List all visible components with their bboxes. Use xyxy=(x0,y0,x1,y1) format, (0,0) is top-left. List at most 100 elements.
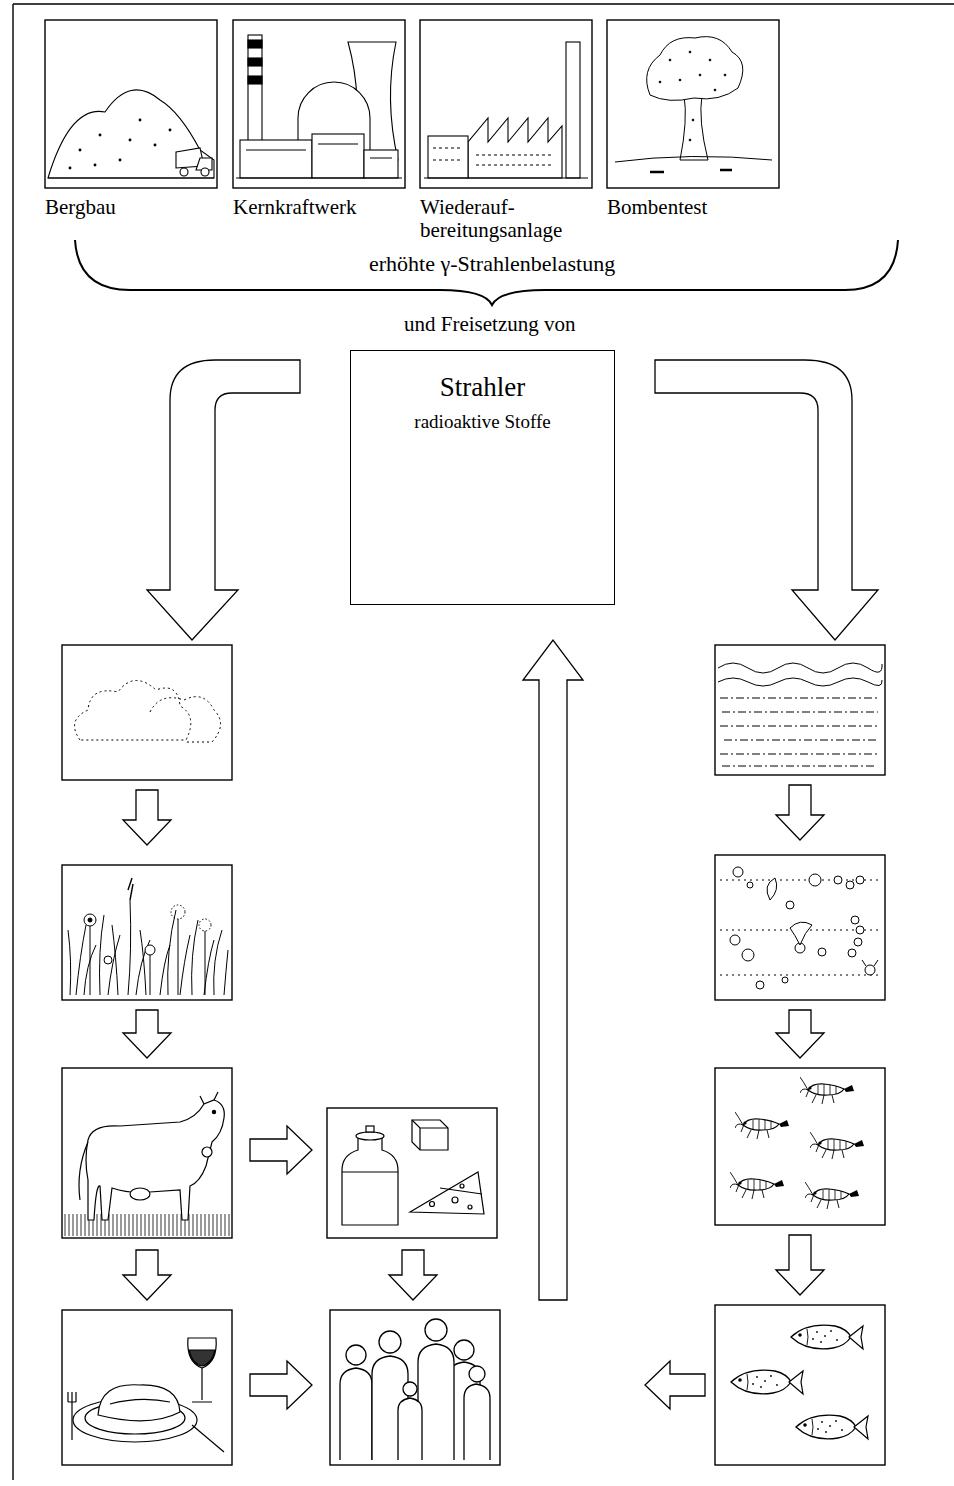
dairy-products xyxy=(460,1184,464,1188)
outline-arrows xyxy=(776,785,824,840)
people xyxy=(340,1368,372,1460)
shrimps xyxy=(805,1182,859,1209)
outline-arrows xyxy=(776,1235,824,1295)
picture-caption: Bombentest xyxy=(607,20,797,224)
fishes xyxy=(791,1325,863,1349)
picture-caption: Wiederauf- bereitungsanlage xyxy=(420,20,610,247)
plankton xyxy=(851,916,859,924)
meal xyxy=(68,1338,224,1452)
shrimps xyxy=(730,1172,784,1199)
clouds xyxy=(75,680,191,740)
bomb-test xyxy=(615,37,772,172)
meadow xyxy=(88,918,92,922)
mining-heap xyxy=(79,149,81,151)
mining-heap xyxy=(129,139,131,141)
bomb-test xyxy=(689,139,691,141)
plankton xyxy=(854,938,862,946)
cow xyxy=(202,1147,212,1157)
people xyxy=(454,1340,474,1360)
source-box: Strahlerradioaktive Stoffe xyxy=(350,350,615,605)
plankton xyxy=(742,949,754,961)
brace xyxy=(75,240,898,305)
dairy-products xyxy=(356,1132,384,1140)
bomb-test xyxy=(659,81,661,83)
people xyxy=(346,1345,366,1365)
power-plant xyxy=(240,140,312,178)
outline-arrows xyxy=(250,1126,312,1174)
shrimps xyxy=(735,1112,789,1139)
picture-frames xyxy=(715,1068,885,1225)
outline-arrows xyxy=(250,1361,312,1409)
people xyxy=(418,1344,454,1460)
meadow xyxy=(150,955,151,995)
shrimps xyxy=(730,1077,864,1209)
power-plant xyxy=(248,40,262,48)
meal xyxy=(192,1425,224,1452)
bomb-test xyxy=(650,170,732,172)
note-label: erhöhte γ-Strahlenbelastung xyxy=(366,252,618,276)
mining-heap xyxy=(69,167,71,169)
bomb-test xyxy=(669,59,671,61)
picture-caption: Bergbau xyxy=(45,20,235,224)
plankton xyxy=(720,880,880,975)
plankton xyxy=(767,878,777,900)
page-frame xyxy=(13,4,954,1480)
dairy-products xyxy=(440,1188,482,1194)
meadow xyxy=(68,878,228,995)
node-subtitle: radioaktive Stoffe xyxy=(363,411,602,434)
picture-frames xyxy=(327,1108,497,1238)
shrimps xyxy=(810,1132,864,1159)
meal xyxy=(98,1385,180,1421)
mining-heap xyxy=(48,90,214,178)
dairy-products xyxy=(452,1197,458,1203)
power-plant xyxy=(246,144,392,158)
people xyxy=(379,1331,401,1353)
note-label: und Freisetzung von xyxy=(401,313,578,336)
node-title: Kernkraftwerk xyxy=(233,196,423,219)
outline-arrows xyxy=(645,1361,705,1409)
cow xyxy=(64,1092,230,1236)
picture-frames xyxy=(45,20,885,1465)
picture-caption: Kernkraftwerk xyxy=(233,20,423,224)
plankton xyxy=(720,867,880,989)
plankton xyxy=(733,867,743,877)
picture-frames xyxy=(715,855,885,1000)
clouds xyxy=(150,697,221,742)
plankton xyxy=(856,876,864,884)
power-plant xyxy=(248,58,262,66)
outline-arrows xyxy=(123,1010,171,1058)
dairy-products xyxy=(468,1205,472,1209)
mining-heap xyxy=(180,168,188,176)
plankton xyxy=(848,949,856,957)
plankton xyxy=(865,965,875,975)
fishes xyxy=(731,1370,803,1394)
picture-frames xyxy=(715,645,885,775)
dairy-products xyxy=(412,1120,448,1150)
meadow xyxy=(104,956,112,964)
picture-frames xyxy=(233,20,405,188)
cow xyxy=(212,1110,215,1113)
dairy-products xyxy=(430,1202,435,1207)
picture-frames xyxy=(62,865,232,1000)
people xyxy=(340,1319,490,1460)
reprocessing-plant xyxy=(468,118,562,178)
meadow xyxy=(90,926,91,995)
fishes xyxy=(731,1325,868,1439)
mining-heap xyxy=(169,129,171,131)
dairy-products xyxy=(342,1120,484,1225)
plankton xyxy=(782,977,788,983)
mining-heap xyxy=(201,168,209,176)
dairy-products xyxy=(412,1120,448,1150)
bomb-test xyxy=(714,89,716,91)
picture-frames xyxy=(330,1310,500,1465)
cow xyxy=(86,1100,224,1220)
water xyxy=(718,663,882,673)
plankton xyxy=(834,876,842,884)
people xyxy=(398,1398,422,1460)
dairy-products xyxy=(342,1138,398,1225)
bomb-test xyxy=(709,59,711,61)
cow xyxy=(79,1142,88,1200)
picture-frames xyxy=(62,1310,232,1465)
page-frame xyxy=(13,4,954,1480)
